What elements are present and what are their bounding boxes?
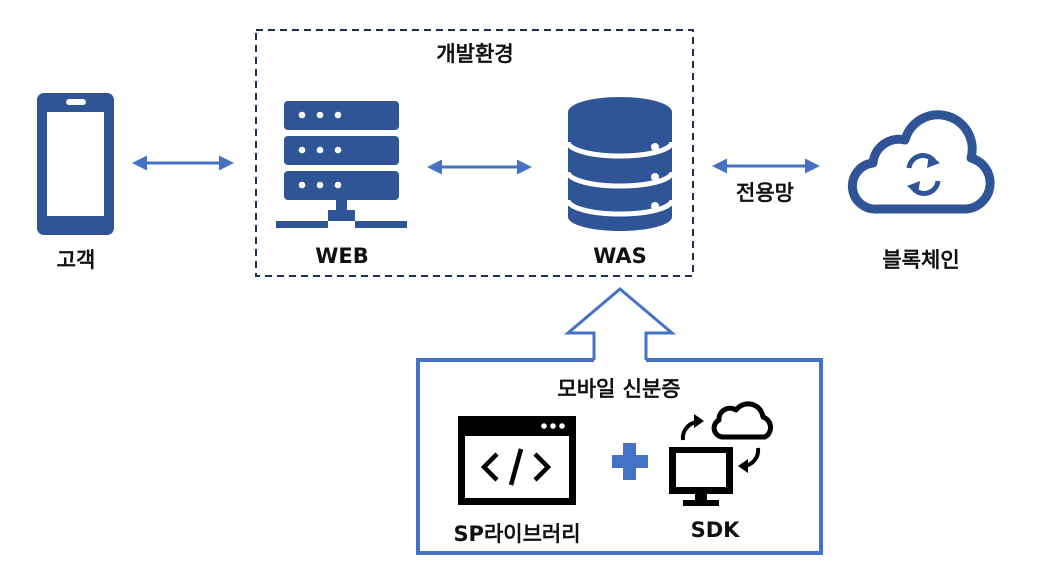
plus-icon [612, 443, 648, 480]
code-window-icon [458, 416, 576, 505]
sp-library-label: SP라이브러리 [453, 522, 581, 546]
sdk-label: SDK [690, 518, 740, 542]
dedicated-line-label: 전용망 [736, 181, 794, 205]
mobile-id-to-was-arrow [563, 287, 677, 360]
cloud-sync-icon [847, 110, 995, 214]
dev-env-title: 개발환경 [436, 42, 514, 66]
customer-label: 고객 [56, 248, 96, 272]
mobile-id-box [416, 358, 823, 555]
web-label: WEB [315, 244, 369, 268]
monitor-cloud-sync-icon [669, 401, 773, 506]
web-server-icon [276, 101, 407, 228]
mobile-id-title: 모바일 신분증 [557, 377, 681, 401]
blockchain-label: 블록체인 [882, 248, 960, 272]
smartphone-icon [37, 93, 114, 235]
was-label: WAS [593, 244, 647, 268]
database-icon [565, 97, 675, 231]
dev-env-box [255, 29, 694, 277]
